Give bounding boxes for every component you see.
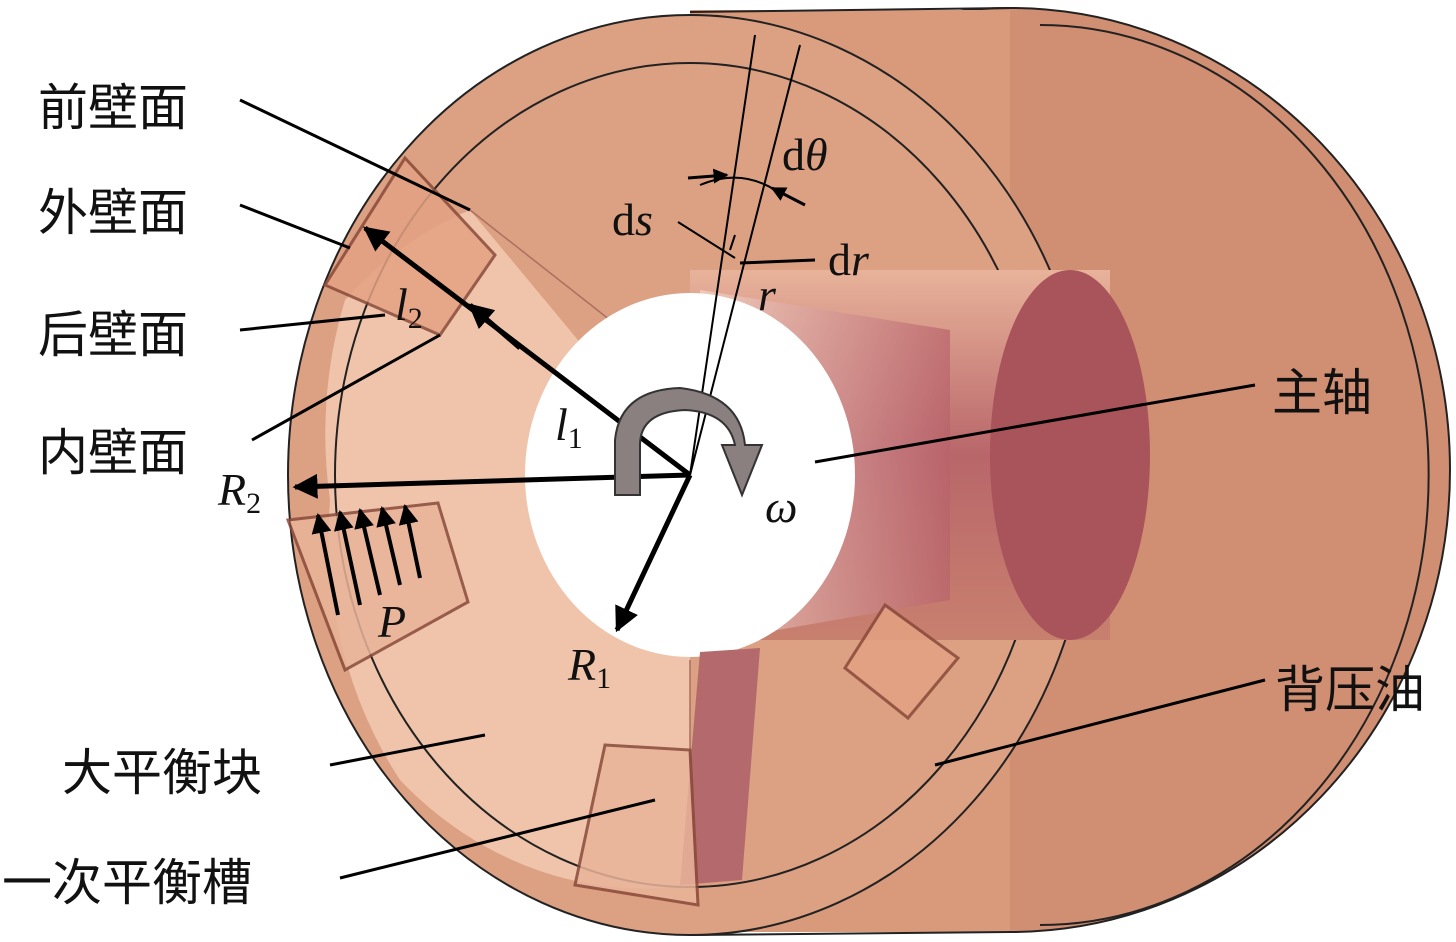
dtheta-theta: θ	[805, 129, 828, 180]
l2-arrow	[468, 303, 522, 350]
label-large-balance-block: 大平衡块	[62, 744, 262, 802]
l1-sub: 1	[568, 422, 583, 455]
label-l1: l1	[555, 399, 583, 455]
label-inner-wall: 内壁面	[38, 424, 188, 482]
label-back-pressure-oil: 背压油	[1275, 661, 1425, 719]
pressure-arrows	[311, 504, 422, 616]
label-spindle: 主轴	[1272, 364, 1372, 422]
label-omega: ω	[765, 481, 797, 532]
R1-arrow	[614, 473, 693, 633]
leader-lines	[239, 98, 1266, 880]
ds-d: d	[612, 194, 635, 245]
R2-main: R	[217, 464, 246, 515]
label-r: r	[758, 269, 777, 320]
label-primary-balance-groove: 一次平衡槽	[2, 854, 252, 912]
label-l2: l2	[395, 279, 423, 335]
ds-s: s	[635, 194, 653, 245]
l2-sub: 2	[408, 302, 423, 335]
cylinder-bottom-edge	[689, 931, 1011, 936]
label-rear-wall: 后壁面	[38, 306, 188, 364]
back-mid-ring	[1039, 24, 1430, 926]
l2-main: l	[395, 279, 408, 330]
rotation-arrow	[614, 386, 764, 498]
R2-sub: 2	[246, 487, 261, 520]
label-R1: R1	[567, 639, 611, 695]
groove-bottom	[573, 743, 700, 907]
dr-r: r	[851, 234, 870, 285]
spindle-end	[990, 270, 1150, 640]
label-R2: R2	[217, 464, 261, 520]
cylinder-top-edge	[689, 7, 1011, 13]
R1-main: R	[567, 639, 596, 690]
label-P: P	[377, 596, 406, 647]
label-dtheta: dθ	[782, 129, 828, 180]
dtheta-d: d	[782, 129, 805, 180]
dr-d: d	[828, 234, 851, 285]
label-ds: ds	[612, 194, 653, 245]
groove-right	[843, 602, 961, 721]
radial-groove	[680, 648, 760, 885]
label-outer-wall: 外壁面	[38, 184, 188, 242]
l1-main: l	[555, 399, 568, 450]
label-dr: dr	[828, 234, 870, 285]
label-front-wall: 前壁面	[38, 79, 188, 137]
R1-sub: 1	[596, 662, 611, 695]
